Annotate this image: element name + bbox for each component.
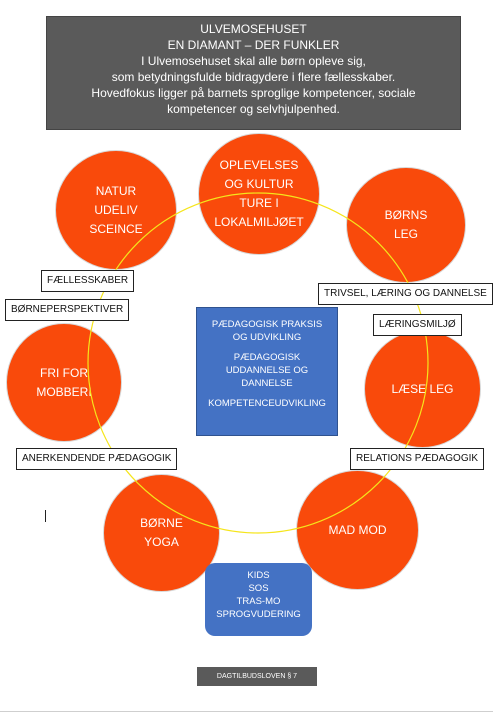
header-box: ULVEMOSEHUSET EN DIAMANT – DER FUNKLER I… <box>46 16 461 130</box>
center-practice-box: PÆDAGOGISK PRAKSIS OG UDVIKLING PÆDAGOGI… <box>196 307 338 436</box>
circle-natur-line-1: NATUR <box>95 183 137 198</box>
text-cursor <box>45 510 46 522</box>
circle-fri-line-1: FRI FOR <box>40 365 88 380</box>
circle-oplevelser-line-1: OPLEVELSES <box>219 158 299 172</box>
page-bottom-rule <box>0 711 493 712</box>
circle-fri-line-2: MOBBERI <box>36 384 92 399</box>
center-praksis-line-1: PÆDAGOGISK PRAKSIS <box>211 319 323 330</box>
circle-borne-yoga: BØRNE YOGA <box>103 474 220 592</box>
circle-oplevelser: OPLEVELSES OG KULTUR TURE I LOKALMILJØET <box>198 133 320 255</box>
circle-oplevelser-line-4: LOKALMILJØET <box>214 215 304 229</box>
header-line-4: som betydningsfulde bidragydere i flere … <box>111 70 396 84</box>
kids-box: KIDS SOS TRAS-MO SPROGVUDERING <box>205 563 312 636</box>
kids-line-3: TRAS-MO <box>236 596 281 607</box>
circle-borns-leg-line-1: BØRNS <box>384 208 428 222</box>
center-uddannelse-line-3: DANNELSE <box>241 378 293 389</box>
kids-line-1: KIDS <box>247 570 270 581</box>
circle-mad-mod-line-1: MAD MOD <box>328 522 387 537</box>
center-uddannelse-line-2: UDDANNELSE OG <box>225 365 309 376</box>
law-box: DAGTILBUDSLOVEN § 7 <box>197 667 317 686</box>
kids-line-4: SPROGVUDERING <box>216 609 301 620</box>
circle-fri-for-mobberi: FRI FOR MOBBERI <box>6 323 122 442</box>
label-anerkendende: ANERKENDENDE PÆDAGOGIK <box>16 448 178 470</box>
center-kompetence: KOMPETENCEUDVIKLING <box>208 398 326 409</box>
header-line-5: Hovedfokus ligger på barnets sproglige k… <box>91 86 416 100</box>
circle-oplevelser-line-2: OG KULTUR <box>224 177 294 191</box>
center-praksis-line-2: OG UDVIKLING <box>232 332 302 343</box>
header-line-2: EN DIAMANT – DER FUNKLER <box>167 38 340 52</box>
header-line-6: kompetencer og selvhjulpenhed. <box>167 102 340 116</box>
header-line-3: I Ulvemosehuset skal alle børn opleve si… <box>141 54 366 68</box>
header-line-1: ULVEMOSEHUSET <box>200 22 307 36</box>
circle-yoga-line-1: BØRNE <box>140 516 183 530</box>
circle-natur: NATUR UDELIV SCEINCE <box>55 150 177 270</box>
label-faellesskaber: FÆLLESSKABER <box>41 270 135 292</box>
circle-borns-leg-line-2: LEG <box>393 227 418 241</box>
label-borneperspektiver: BØRNEPERSPEKTIVER <box>5 299 130 321</box>
circle-borns-leg: BØRNS LEG <box>346 167 466 283</box>
label-laeringsmiljo: LÆRINGSMILJØ <box>373 314 462 336</box>
center-uddannelse-line-1: PÆDAGOGISK <box>233 352 301 363</box>
circle-natur-line-3: SCEINCE <box>89 221 143 236</box>
circle-natur-line-2: UDELIV <box>94 202 138 217</box>
label-relations: RELATIONS PÆDAGOGIK <box>350 448 485 470</box>
circle-mad-mod: MAD MOD <box>296 470 419 590</box>
circle-laese-leg-line-1: LÆSE LEG <box>391 381 454 396</box>
circle-oplevelser-line-3: TURE I <box>239 196 279 210</box>
circle-yoga-line-2: YOGA <box>144 535 179 549</box>
kids-line-2: SOS <box>248 583 269 594</box>
label-trivsel: TRIVSEL, LÆRING OG DANNELSE <box>318 283 493 305</box>
circle-laese-leg: LÆSE LEG <box>364 330 481 448</box>
